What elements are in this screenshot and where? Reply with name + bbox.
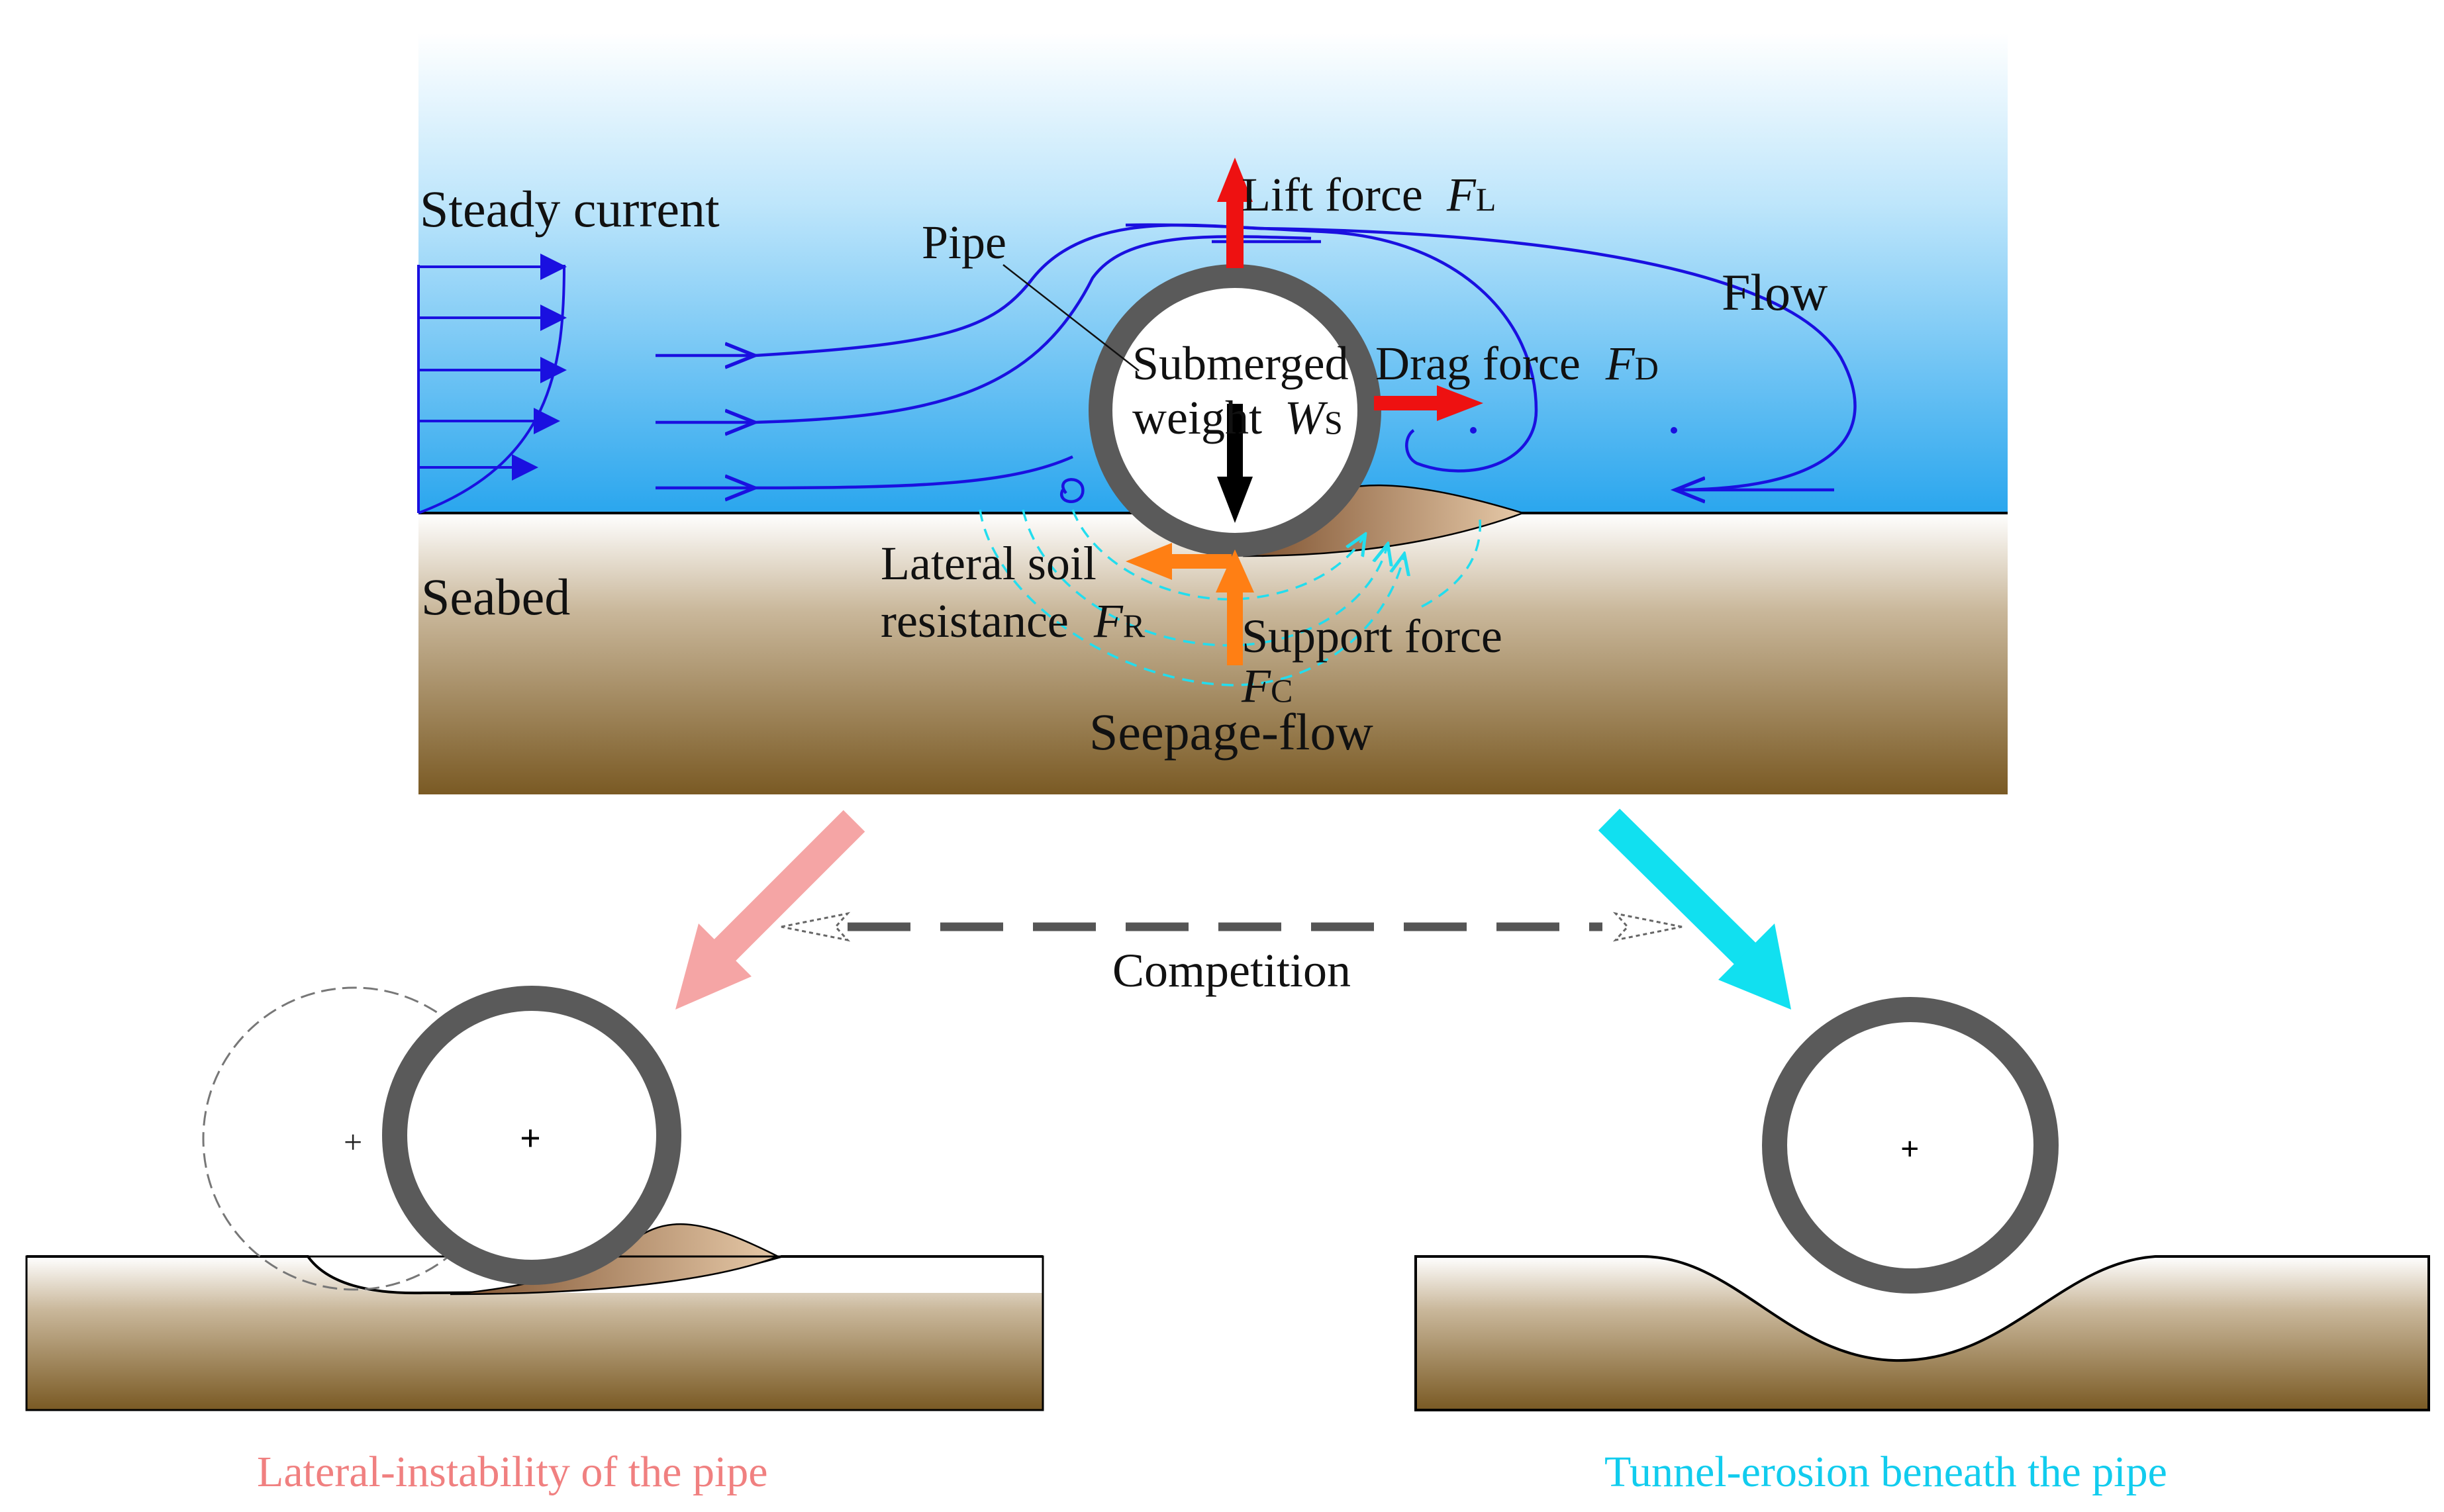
pipe-label: Pipe (922, 216, 1006, 269)
submerged-weight-label-line1: Submerged (1132, 337, 1349, 390)
displaced-pipe (382, 986, 681, 1285)
lateral-soil-resistance-arrow (1126, 543, 1232, 580)
streamline (754, 235, 1312, 424)
submerged-weight-label-line2: weight WS (1132, 391, 1343, 444)
displaced-pipe-center-mark: + (520, 1118, 541, 1159)
tunnel-erosion-panel: + (1414, 997, 2430, 1411)
streamline (754, 223, 1857, 492)
streamline (1125, 223, 1538, 473)
outcome-arrow-left (675, 810, 865, 1010)
velocity-profile (417, 254, 567, 514)
vortex-dot (1671, 427, 1677, 434)
seabed-left (26, 1256, 1043, 1410)
support-force-arrow (1216, 549, 1254, 665)
seepage-flow-label: Seepage-flow (1089, 703, 1373, 761)
steady-current-label: Steady current (420, 180, 720, 238)
lateral-instability-panel: + + (25, 986, 1044, 1411)
tunnel-erosion-label: Tunnel-erosion beneath the pipe (1604, 1448, 2167, 1496)
support-force-label: Support force (1242, 610, 1502, 663)
competition-label: Competition (1112, 944, 1351, 997)
lateral-soil-resistance-label-line2: resistance FR (881, 594, 1146, 647)
competition-arrow (781, 912, 1683, 942)
support-force-symbol: FC (1241, 659, 1293, 712)
streamline (754, 455, 1073, 490)
seabed-label: Seabed (421, 568, 570, 626)
drag-force-label: Drag force FD (1375, 337, 1659, 390)
pipe-leader-line (1002, 264, 1140, 371)
lateral-soil-resistance-label-line1: Lateral soil (881, 537, 1097, 590)
vortex (1060, 478, 1085, 503)
lateral-instability-label: Lateral-instability of the pipe (257, 1448, 768, 1496)
drag-force-arrow (1374, 385, 1483, 421)
outcome-arrow-right (1598, 808, 1791, 1010)
pipe-right (1762, 997, 2059, 1294)
lift-force-label: Lift force FL (1242, 168, 1496, 221)
top-panel: Steady current Pipe Lift force FL Flow S… (417, 33, 2008, 794)
pipe-right-center-mark: + (1900, 1130, 1920, 1167)
submerged-weight-arrow (1217, 404, 1253, 523)
vortex-dot (1470, 427, 1477, 434)
lift-force-arrow (1217, 158, 1253, 268)
streamlines (656, 223, 1857, 503)
flow-label: Flow (1722, 263, 1828, 321)
seabed-right (1414, 1255, 2430, 1411)
original-pipe-center-mark: + (344, 1123, 362, 1160)
